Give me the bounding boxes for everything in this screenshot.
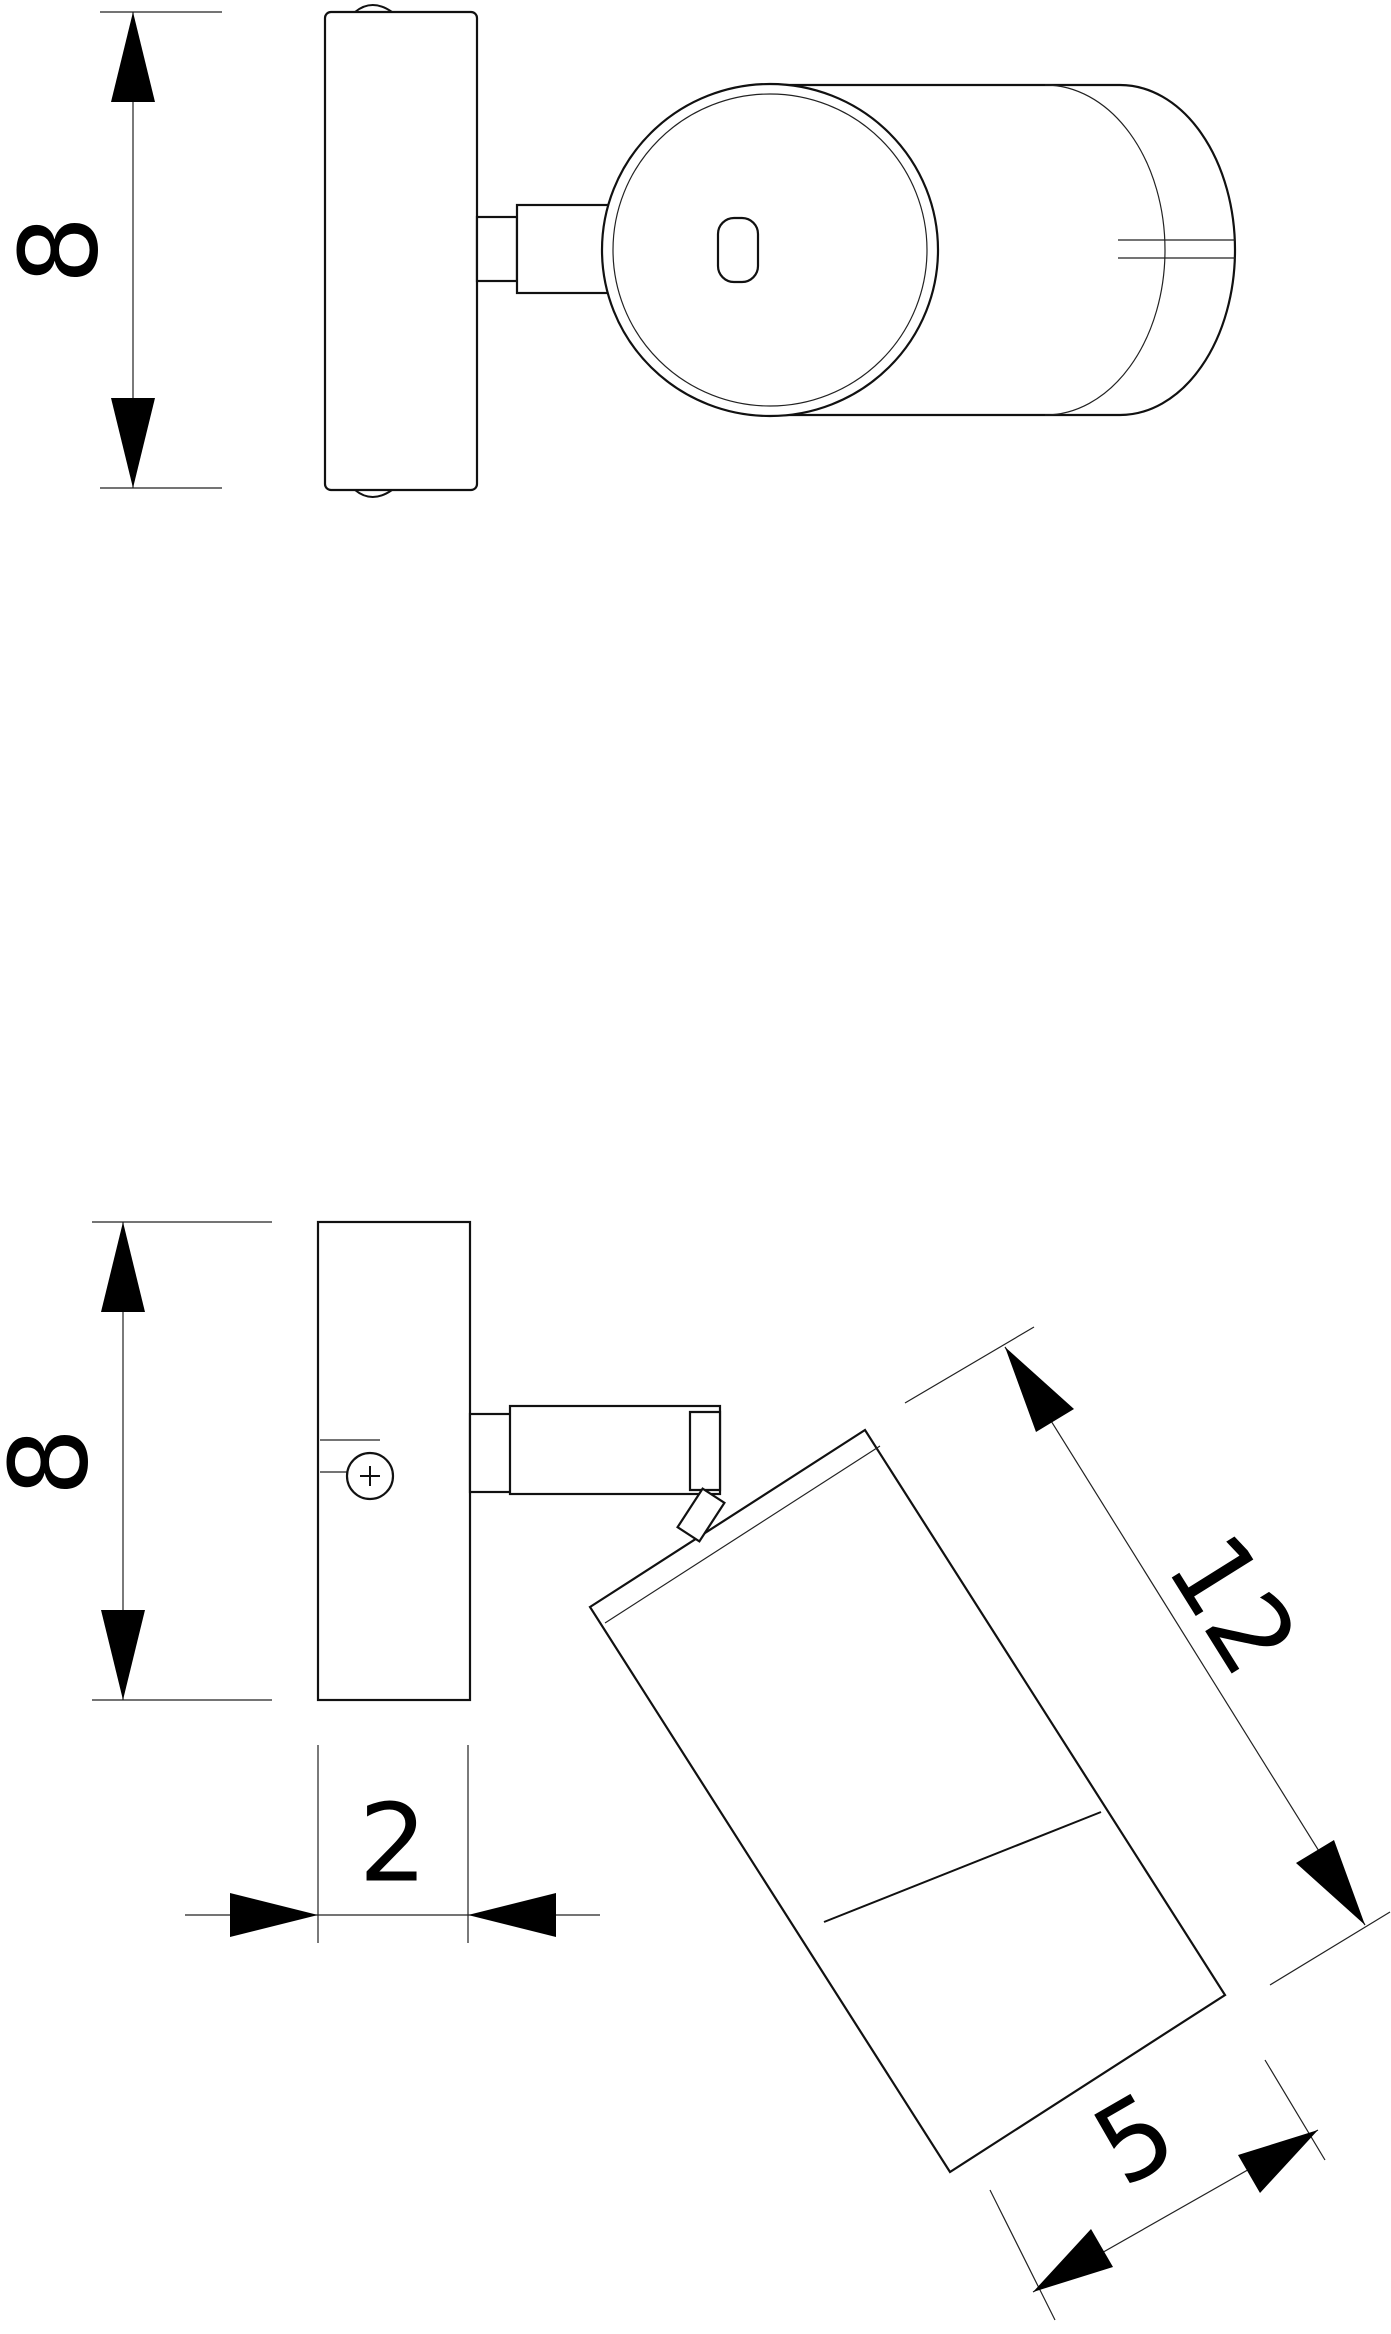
connector-arm-side [468,1404,722,1496]
arrow-right-icon [230,1893,318,1937]
bottom-view: 8 2 [0,1220,1391,2321]
shade-diameter-label: 5 [1074,2069,1196,2212]
base-depth-dimension: 2 [185,1745,600,1943]
arrow-down-icon [111,398,155,488]
arrow-down-right-icon [1296,1840,1365,1925]
shade-length-label: 12 [1143,1514,1322,1697]
arrow-up-icon [101,1222,145,1312]
arrow-left-icon [468,1893,556,1937]
wall-plate [323,4,479,498]
arrow-up-left-icon [1005,1347,1074,1432]
base-depth-label: 2 [359,1782,428,1907]
top-height-label: 8 [0,216,123,285]
screw-icon [345,1451,395,1501]
bottom-height-dimension: 8 [0,1221,272,1701]
bottom-height-label: 8 [0,1428,113,1497]
top-height-dimension: 8 [0,11,222,489]
arrow-down-left-icon [1033,2229,1113,2292]
shade-cylinder [600,82,1237,418]
wall-plate-side [316,1220,472,1702]
arrow-down-icon [101,1610,145,1700]
arrow-up-right-icon [1238,2130,1318,2193]
arrow-up-icon [111,12,155,102]
tilted-shade [588,1428,1227,2174]
top-view: 8 [0,4,1237,498]
